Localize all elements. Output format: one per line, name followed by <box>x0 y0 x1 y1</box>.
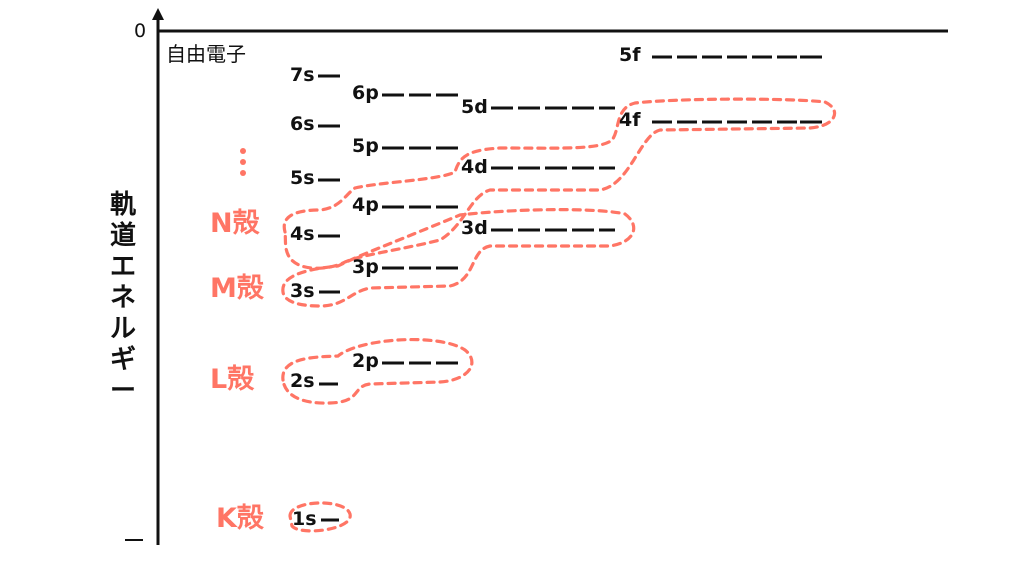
more-shells-ellipsis-icon <box>240 148 246 176</box>
orbital-label-5s: 5s <box>290 167 315 189</box>
orbital-label-1s: 1s <box>292 508 317 530</box>
shell-label-m: M殻 <box>210 273 264 304</box>
orbital-label-3s: 3s <box>290 280 315 302</box>
orbital-label-6p: 6p <box>352 82 379 104</box>
orbital-label-5p: 5p <box>352 135 379 157</box>
orbital-label-5d: 5d <box>461 96 488 118</box>
y-axis-arrowhead-icon <box>152 8 164 20</box>
shell-label-l: L殻 <box>210 364 255 395</box>
l-shell-outline <box>281 337 474 405</box>
orbital-label-5f: 5f <box>619 44 641 66</box>
shell-label-k: K殻 <box>216 503 264 534</box>
orbital-label-4p: 4p <box>352 194 379 216</box>
orbital-label-4s: 4s <box>290 223 315 245</box>
y-axis-title: 軌 道 エ ネ ル ギ ー <box>109 190 136 406</box>
shell-label-n: N殻 <box>210 208 260 239</box>
k-shell-outline <box>288 501 352 533</box>
orbital-label-2s: 2s <box>290 370 315 392</box>
orbital-label-3p: 3p <box>352 256 379 278</box>
n-shell-outline <box>282 97 837 270</box>
free-electron-label: 自由電子 <box>166 42 246 66</box>
y-axis-zero-label: 0 <box>134 20 147 42</box>
orbital-label-7s: 7s <box>290 64 315 86</box>
orbital-label-3d: 3d <box>461 217 488 239</box>
orbital-label-2p: 2p <box>352 350 379 372</box>
orbital-label-4f: 4f <box>619 109 641 131</box>
orbital-label-4d: 4d <box>461 156 488 178</box>
orbital-label-6s: 6s <box>290 113 315 135</box>
